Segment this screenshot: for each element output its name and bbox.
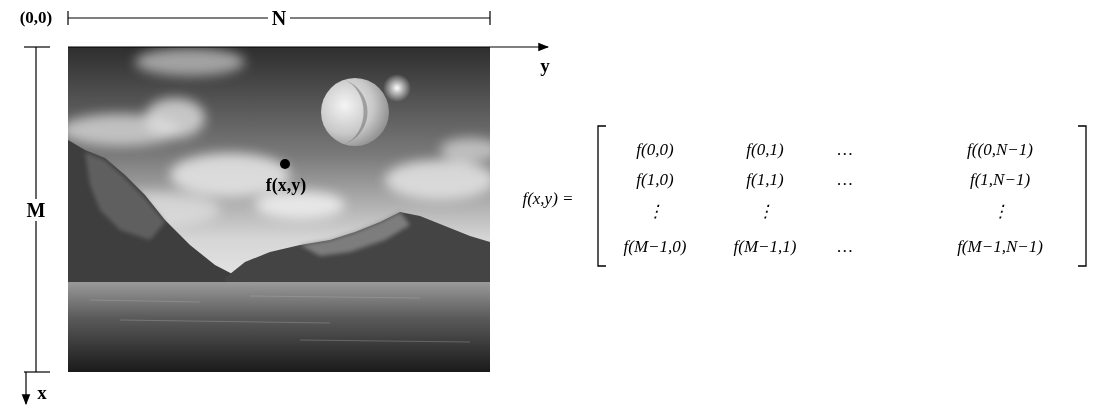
matrix-cell: f(1,0) [636, 171, 673, 190]
matrix-cell: f(1,N−1) [970, 171, 1030, 190]
matrix-cell: f(M−1,N−1) [957, 238, 1043, 257]
landscape-photo [68, 47, 490, 372]
matrix-cell: … [837, 141, 852, 160]
matrix-cell: f(M−1,0) [624, 238, 687, 257]
axis-label: x [37, 383, 47, 404]
left-bracket [598, 126, 606, 266]
origin-label: (0,0) [20, 9, 53, 28]
dimension-lines [24, 11, 548, 404]
axis-label: y [540, 56, 550, 77]
dimension-label: N [268, 7, 290, 29]
pixel-dot [280, 159, 290, 169]
matrix-cell: f(0,0) [636, 141, 673, 160]
matrix-cell: … [837, 171, 852, 190]
matrix-cell: ⋮ [992, 203, 1009, 222]
matrix-cell: f((0,N−1) [967, 141, 1033, 160]
equation-label: f(x,y) = [522, 190, 573, 209]
matrix-cell: … [837, 238, 852, 257]
matrix-cell: f(M−1,1) [734, 238, 797, 257]
y-axis-arrow [68, 46, 548, 47]
dimension-label: M [23, 199, 50, 221]
right-bracket [1078, 126, 1086, 266]
ripples [90, 296, 470, 342]
left-cliffs [68, 140, 240, 300]
pixel-label: f(x,y) [266, 176, 306, 196]
star-glow [383, 74, 411, 102]
moon [321, 78, 389, 146]
x-axis-arrow [25, 372, 26, 404]
matrix-cell: ⋮ [647, 203, 664, 222]
water [68, 282, 490, 372]
matrix-brackets [598, 126, 1086, 266]
matrix-cell: f(1,1) [746, 171, 783, 190]
matrix-cell: ⋮ [757, 203, 774, 222]
matrix-cell: f(0,1) [746, 141, 783, 160]
